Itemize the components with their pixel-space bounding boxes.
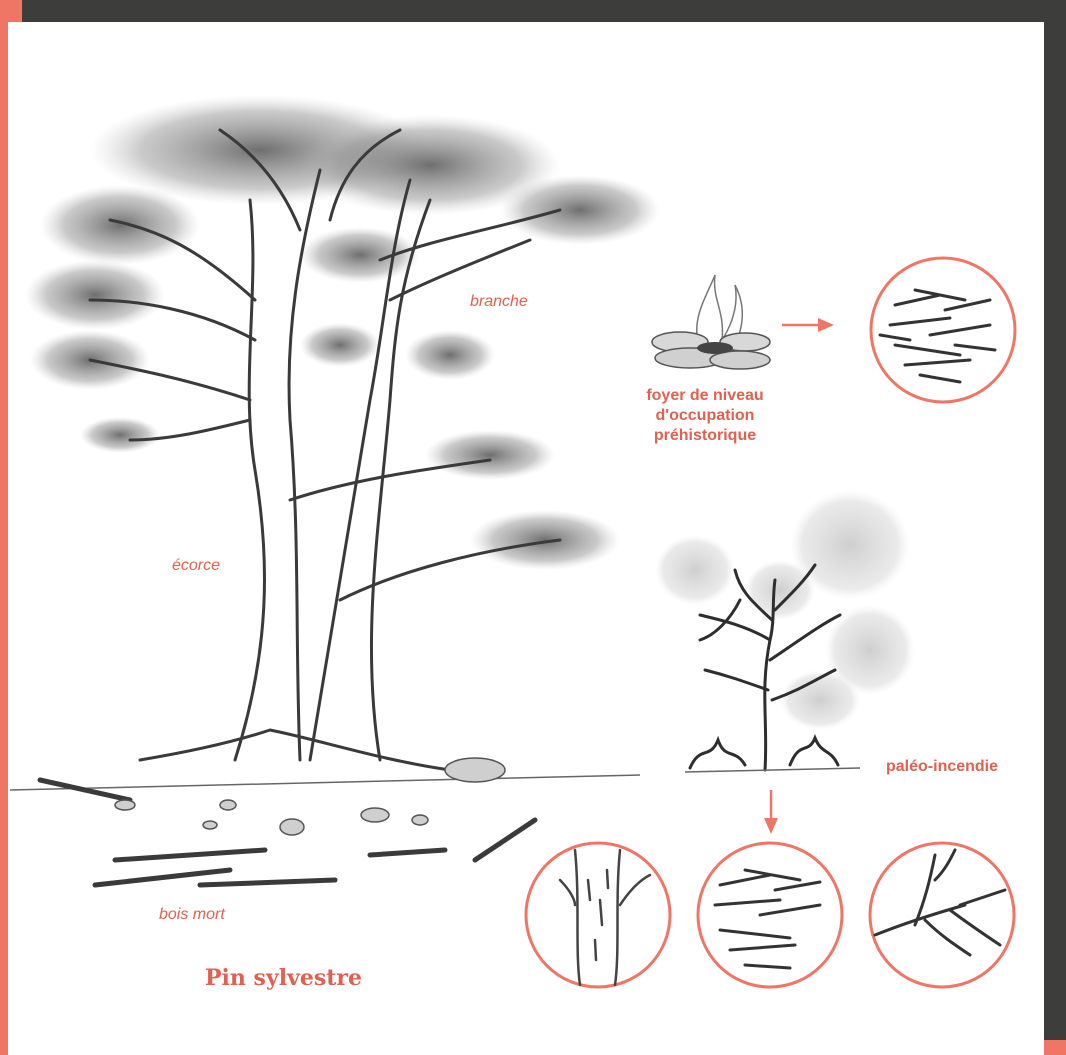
ground-line [10, 775, 640, 790]
label-foyer-line1: foyer de niveau [620, 386, 790, 406]
stones [115, 758, 505, 835]
pine-foliage [25, 95, 660, 570]
label-foyer: foyer de niveau d'occupation préhistoriq… [620, 386, 790, 446]
label-foyer-line3: préhistorique [620, 426, 790, 446]
hearth-illustration [652, 275, 770, 369]
arrow-down-icon [764, 790, 778, 834]
label-paleo-incendie: paléo-incendie [886, 757, 998, 777]
fire-ground-line [685, 768, 860, 772]
figure-title: Pin sylvestre [205, 965, 362, 991]
charcoal-circle-top [871, 258, 1015, 402]
label-bois-mort: bois mort [159, 906, 225, 924]
arrow-right-icon [782, 318, 834, 332]
label-ecorce: écorce [172, 557, 220, 575]
charcoal-circle-bottom [698, 843, 842, 987]
bark-circle [526, 843, 670, 987]
branch-circle [870, 843, 1014, 987]
label-foyer-line2: d'occupation [620, 406, 790, 426]
label-branche: branche [470, 293, 528, 311]
